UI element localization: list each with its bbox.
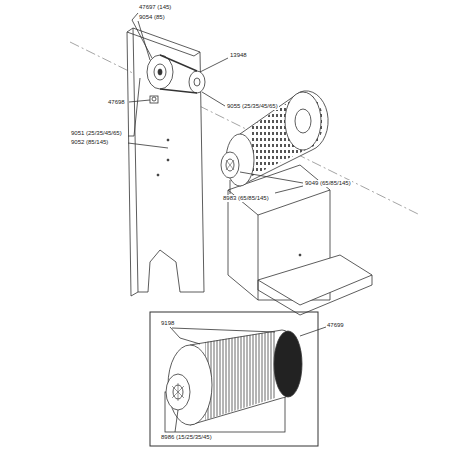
callout-number: 9055 (25/35/45/65): [226, 103, 279, 110]
callout-number: 8986 (15/25/35/45): [160, 434, 213, 441]
callout-number: 13948: [229, 52, 248, 59]
callout-number: 9049 (65/85/145): [304, 180, 352, 187]
callout-number: 9054 (85): [138, 14, 166, 21]
callout-number: 9198: [160, 320, 175, 327]
callout-number: 8983 (65/85/145): [222, 195, 270, 202]
callout-number: 47699: [326, 322, 345, 329]
callout-number: 47698: [107, 99, 126, 106]
callout-number: 9051 (25/35/45/65): [70, 130, 123, 137]
callout-number: 47697 (145): [138, 4, 172, 11]
callout-number: 9052 (85/145): [70, 139, 109, 146]
